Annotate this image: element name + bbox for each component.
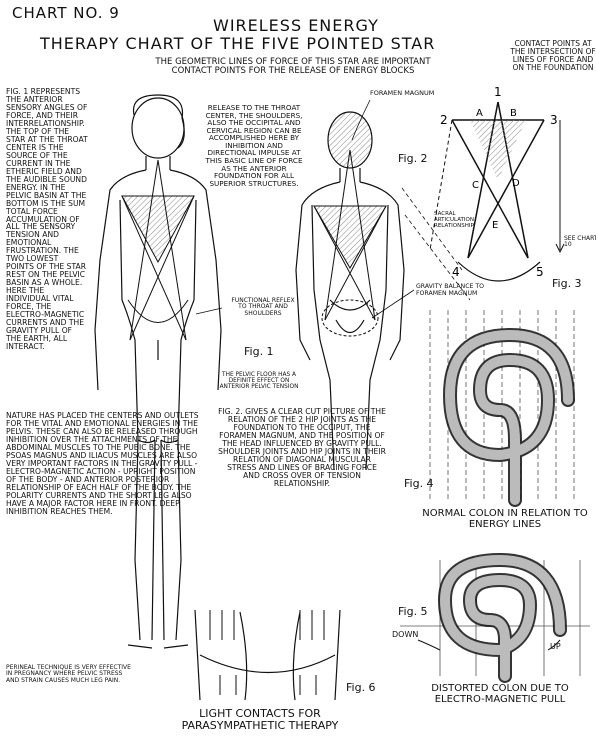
star-point-5: 5: [536, 265, 544, 279]
fig6-caption: LIGHT CONTACTS FOR PARASYMPATHETIC THERA…: [150, 708, 370, 731]
star-point-3: 3: [550, 113, 558, 127]
foramen-magnum-label: FORAMEN MAGNUM: [370, 90, 434, 97]
fig5-caption: DISTORTED COLON DUE TO ELECTRO-MAGNETIC …: [410, 684, 590, 705]
fig4-caption: NORMAL COLON IN RELATION TO ENERGY LINES: [410, 509, 596, 530]
fig3-label: Fig. 3: [552, 277, 582, 290]
fig5-up-label: UP: [550, 643, 561, 651]
pelvic-floor-label: THE PELVIC FLOOR HAS A DEFINITE EFFECT O…: [214, 372, 304, 390]
star-point-1: 1: [494, 85, 502, 99]
star-point-4: 4: [452, 265, 460, 279]
fig1-description: FIG. 1 REPRESENTS THE ANTERIOR SENSORY A…: [6, 88, 88, 351]
star-letter-a: A: [476, 108, 483, 119]
fig3-contact-points-label: CONTACT POINTS AT THE INTERSECTION OF LI…: [508, 40, 596, 72]
fig4-label: Fig. 4: [404, 477, 434, 490]
fig1-front-figure: [95, 95, 221, 648]
gravity-balance-label: GRAVITY BALANCE TO FORAMEN MAGNUM: [416, 284, 486, 297]
fig2-label: Fig. 2: [398, 152, 428, 165]
fig3-inner-triangle: [470, 120, 526, 180]
sacral-articulation-label: SACRAL ARTICULATION RELATIONSHIP: [434, 212, 494, 229]
star-point-2: 2: [440, 113, 448, 127]
functional-reflex-label: FUNCTIONAL REFLEX TO THROAT AND SHOULDER…: [228, 298, 298, 317]
fig2-triangle: [314, 206, 386, 268]
perineal-note: PERINEAL TECHNIQUE IS VERY EFFECTIVE IN …: [6, 665, 136, 684]
fig1-triangle: [122, 196, 194, 262]
fig5-label: Fig. 5: [398, 605, 428, 618]
fig6-label: Fig. 6: [346, 681, 376, 694]
star-letter-b: B: [510, 108, 517, 119]
fig1-description-continued: NATURE HAS PLACED THE CENTERS AND OUTLET…: [6, 412, 206, 516]
star-letter-c: C: [472, 180, 479, 191]
star-letter-d: D: [512, 178, 520, 189]
fig1-label: Fig. 1: [244, 345, 274, 358]
fig5-down-label: DOWN: [392, 631, 418, 639]
fig1-leader-line: [196, 308, 222, 314]
release-description: RELEASE TO THE THROAT CENTER, THE SHOULD…: [204, 104, 304, 187]
fig2-description: FIG. 2. GIVES A CLEAR CUT PICTURE OF THE…: [218, 408, 386, 488]
fig6-contact-arrows: [210, 610, 324, 695]
see-chart-label: SEE CHART 10: [564, 236, 596, 249]
fig6-legs: [195, 610, 340, 700]
